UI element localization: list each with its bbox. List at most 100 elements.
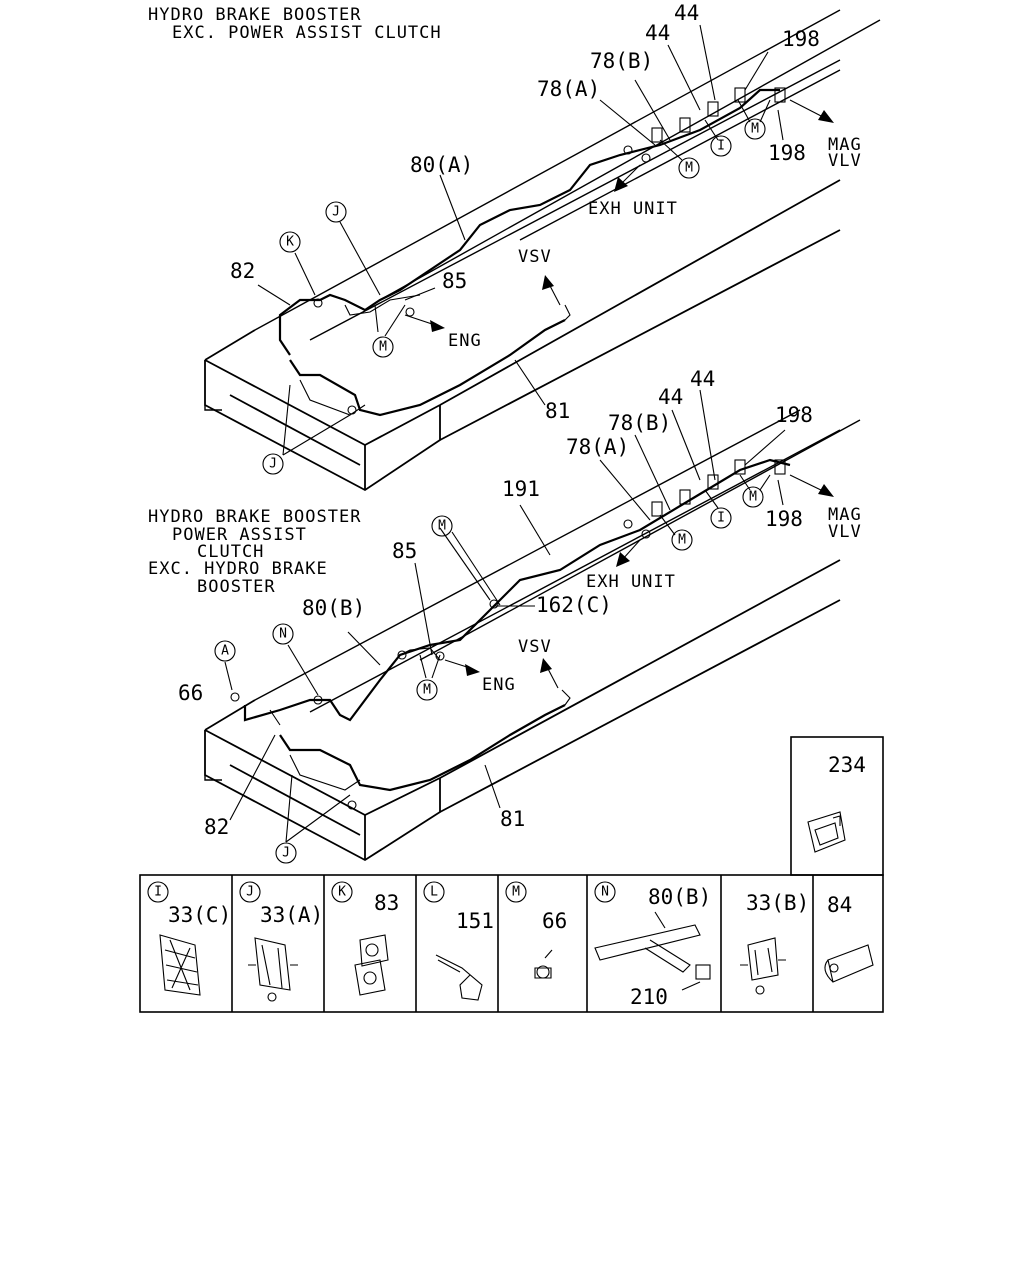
bottom-condition-line3: CLUTCH — [197, 542, 264, 562]
top-label-44-upper: 44 — [674, 1, 699, 25]
bottom-label-78b: 78(B) — [608, 411, 671, 435]
bottom-label-44-lower: 44 — [658, 385, 683, 409]
top-dest-eng: ENG — [448, 331, 482, 351]
parts-cell-33b: 33(B) — [740, 891, 809, 995]
top-condition-line2: EXC. POWER ASSIST CLUTCH — [172, 23, 442, 43]
parts-cell-l-callout: L — [430, 885, 438, 900]
bottom-guide-1 — [254, 409, 801, 701]
parts-row — [139, 874, 884, 1013]
bottom-dest-eng: ENG — [482, 675, 516, 695]
bottom-pipe-82 — [269, 709, 281, 726]
top-guide-1 — [254, 9, 841, 331]
parts-cell-n-callout: N — [601, 885, 609, 900]
top-label-44-lower: 44 — [645, 21, 670, 45]
bottom-dest-vsv: VSV — [518, 637, 552, 657]
top-pipe-80a — [278, 88, 780, 356]
top-leaders — [257, 24, 784, 456]
top-dest-vsv: VSV — [518, 247, 552, 267]
clamp-33c-icon — [159, 934, 201, 996]
parts-cell-l-label: 151 — [456, 909, 494, 933]
bottom-callout-m-mid: M — [671, 529, 693, 551]
bottom-callout-m-engine-text: M — [423, 683, 431, 698]
parts-cell-i: I 33(C) — [147, 881, 231, 996]
top-pipe-loop — [299, 379, 366, 416]
bottom-pipe-81 — [279, 704, 566, 792]
parts-cell-i-callout: I — [154, 885, 162, 900]
parts-cell-33b-label: 33(B) — [746, 891, 809, 915]
parts-cell-84-label: 84 — [827, 893, 852, 917]
top-label-198-lower: 198 — [768, 141, 806, 165]
top-label-81: 81 — [545, 399, 570, 423]
top-callout-j-upper: J — [325, 201, 347, 223]
parts-cell-j-label: 33(A) — [260, 903, 323, 927]
bottom-arrows — [444, 474, 834, 689]
top-callout-m-engine: M — [372, 336, 394, 358]
bottom-pipe-loop — [289, 754, 361, 791]
bottom-guide-2 — [309, 429, 841, 713]
bottom-label-85: 85 — [392, 539, 417, 563]
top-arrows — [404, 99, 834, 332]
clamp-33b-icon — [740, 937, 786, 995]
bottom-callout-m-mag: M — [742, 486, 764, 508]
bottom-condition-line2: POWER ASSIST — [172, 525, 307, 545]
parts-cell-k-callout: K — [338, 885, 346, 900]
clamp-33a-icon — [248, 937, 298, 1002]
top-dest-mag: MAG — [828, 135, 862, 155]
clip-83-icon — [354, 934, 389, 996]
bottom-callout-j-text: J — [282, 846, 290, 861]
top-pipe-81 — [289, 319, 566, 417]
top-dest-exh-unit: EXH UNIT — [588, 199, 678, 219]
bottom-callout-m-top-text: M — [438, 519, 446, 534]
top-callout-k: K — [279, 231, 301, 253]
top-frame — [204, 179, 841, 492]
bottom-label-81: 81 — [500, 807, 525, 831]
top-callout-m-mag-text: M — [751, 122, 759, 137]
bottom-frame — [204, 559, 841, 862]
top-callout-j-upper-text: J — [332, 205, 340, 220]
top-clamps — [313, 87, 786, 415]
clip-66-icon — [534, 949, 553, 979]
top-label-78b: 78(B) — [590, 49, 653, 73]
parts-cell-n-label-210: 210 — [630, 985, 668, 1009]
bottom-clamps — [230, 459, 786, 810]
bottom-label-66: 66 — [178, 681, 203, 705]
parts-cell-extra-label: 234 — [828, 753, 866, 777]
clip-234-icon — [807, 811, 846, 853]
bottom-callout-n-text: N — [279, 627, 287, 642]
bottom-view: HYDRO BRAKE BOOSTER POWER ASSIST CLUTCH … — [148, 367, 862, 864]
top-callout-k-text: K — [286, 235, 294, 250]
parts-cell-m-label: 66 — [542, 909, 567, 933]
bottom-callout-i: I — [710, 507, 732, 529]
parts-cell-m: M 66 — [505, 881, 567, 979]
hose-tee-icon — [594, 911, 711, 991]
bottom-label-80b: 80(B) — [302, 596, 365, 620]
top-condition-line1: HYDRO BRAKE BOOSTER — [148, 5, 361, 25]
protector-84-icon — [824, 944, 874, 983]
top-label-78a: 78(A) — [537, 77, 600, 101]
top-label-198-upper: 198 — [782, 27, 820, 51]
top-label-80a: 80(A) — [410, 153, 473, 177]
bottom-callout-a: A — [214, 640, 236, 662]
bottom-dest-mag: MAG — [828, 505, 862, 525]
bottom-label-198-lower: 198 — [765, 507, 803, 531]
cable-tie-151-icon — [435, 954, 483, 1001]
parts-cell-n: N 80(B) 210 — [594, 881, 711, 1009]
parts-cell-k-label: 83 — [374, 891, 399, 915]
top-label-85: 85 — [442, 269, 467, 293]
top-view: HYDRO BRAKE BOOSTER EXC. POWER ASSIST CL… — [148, 1, 881, 492]
bottom-callout-n: N — [272, 623, 294, 645]
bottom-label-198-upper: 198 — [775, 403, 813, 427]
parts-cell-84: 84 — [824, 893, 874, 983]
bottom-pipe-vsv — [561, 689, 571, 706]
top-callout-j-lower-text: J — [269, 457, 277, 472]
top-dest-vlv: VLV — [828, 151, 862, 171]
top-callout-m-engine-text: M — [379, 340, 387, 355]
top-callout-m-mid: M — [678, 157, 700, 179]
parts-cell-m-callout: M — [512, 885, 520, 900]
bottom-condition-line5: BOOSTER — [197, 577, 276, 597]
top-label-82: 82 — [230, 259, 255, 283]
bottom-callout-j: J — [275, 842, 297, 864]
bottom-label-162c: 162(C) — [536, 593, 612, 617]
bottom-callout-m-mag-text: M — [749, 490, 757, 505]
